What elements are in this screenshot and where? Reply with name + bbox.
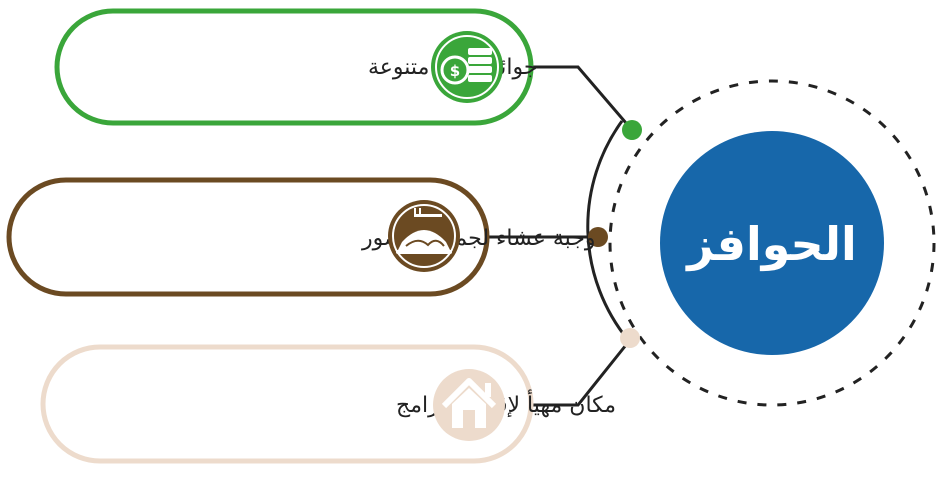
item-meal: وجبة عشاء لجميع الحضور: [6, 177, 596, 297]
coins-icon: $: [431, 31, 503, 103]
connector-arc: [586, 120, 630, 341]
meal-icon: [388, 200, 460, 272]
house-icon: [433, 369, 505, 441]
connector-dot-2: [588, 227, 608, 247]
svg-text:$: $: [450, 62, 460, 80]
center-title: الحوافز: [685, 217, 857, 271]
connector-line-3: [533, 339, 632, 407]
item-pill-3: [40, 344, 534, 464]
connector-line-1: [533, 65, 634, 131]
item-venue: مكان مهيأ لإقامة البرامج: [40, 344, 616, 464]
dashed-ring: [608, 79, 936, 407]
connector-dot-1: [622, 120, 642, 140]
item-pill-1: [54, 8, 534, 126]
item-pill-2: [6, 177, 490, 297]
item-label-3: مكان مهيأ لإقامة البرامج: [396, 389, 616, 418]
connector-dot-3: [620, 328, 640, 348]
center-circle: [660, 131, 884, 355]
item-coins: جوائز عينية متنوعة $: [54, 8, 538, 126]
